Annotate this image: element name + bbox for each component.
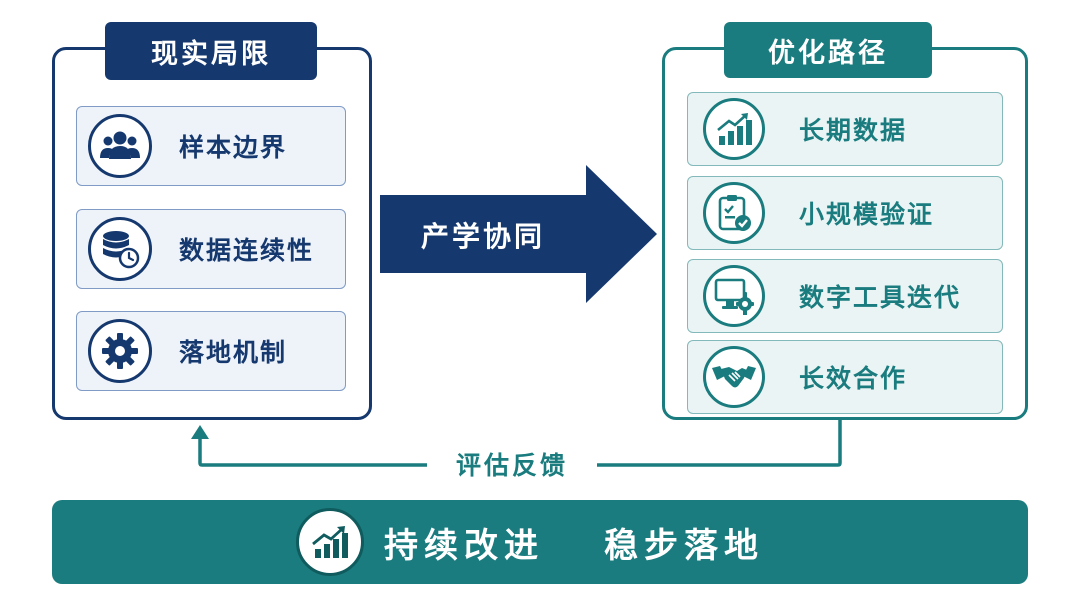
optimization-path-title: 优化路径 (724, 22, 932, 78)
limitation-item-label: 落地机制 (179, 338, 288, 367)
limitation-item-data-continuity: 数据连续性 (76, 209, 346, 289)
banner-text-steady-implementation: 稳步落地 (604, 525, 764, 566)
path-item-label: 长效合作 (799, 364, 908, 393)
path-item-label: 数字工具迭代 (799, 283, 962, 312)
path-item-long-term-cooperation: 长效合作 (687, 340, 1003, 414)
path-item-label: 小规模验证 (799, 200, 935, 229)
chart-growth-icon (703, 98, 765, 160)
database-clock-icon (88, 217, 152, 281)
collaboration-label: 产学协同 (420, 220, 545, 253)
banner-text-continuous-improvement: 持续改进 (384, 525, 544, 566)
path-item-small-scale-validation: 小规模验证 (687, 176, 1003, 250)
limitation-item-sample-boundary: 样本边界 (76, 106, 346, 186)
collaboration-arrow (380, 165, 657, 303)
current-limitations-title: 现实局限 (105, 22, 317, 80)
feedback-label: 评估反馈 (427, 446, 597, 482)
path-item-long-term-data: 长期数据 (687, 92, 1003, 166)
path-item-label: 长期数据 (799, 116, 908, 145)
path-item-digital-tool-iteration: 数字工具迭代 (687, 259, 1003, 333)
bottom-banner (52, 500, 1028, 584)
handshake-icon (703, 346, 765, 408)
gear-icon (88, 319, 152, 383)
limitation-item-label: 数据连续性 (179, 236, 315, 265)
limitation-item-label: 样本边界 (179, 133, 288, 162)
growth-chart-icon (296, 508, 364, 576)
clipboard-check-icon (703, 182, 765, 244)
users-icon (88, 114, 152, 178)
limitation-item-implementation: 落地机制 (76, 311, 346, 391)
computer-gear-icon (703, 265, 765, 327)
